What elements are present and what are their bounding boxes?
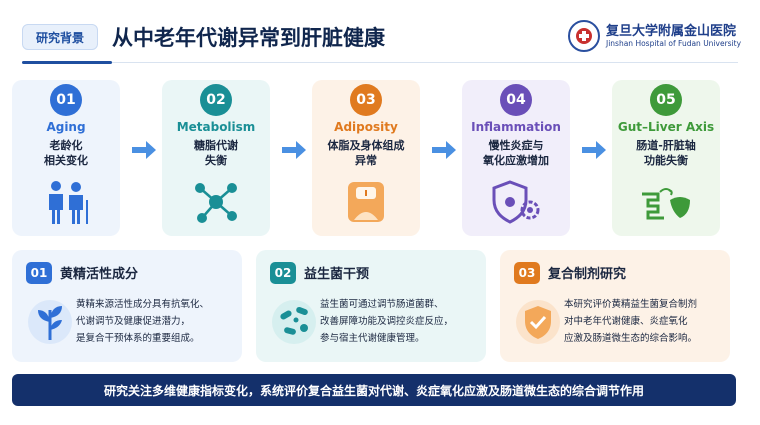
arrow-right-icon (582, 141, 606, 159)
step-title-cn: 体脂及身体组成 异常 (327, 139, 405, 167)
step-aging: 01 Aging 老龄化 相关变化 (12, 80, 120, 236)
step-number: 03 (350, 84, 382, 116)
step-metabolism: 02 Metabolism 糖脂代谢 失衡 (162, 80, 270, 236)
step-number: 01 (50, 84, 82, 116)
step-number: 02 (200, 84, 232, 116)
card-description: 黄精来源活性成分具有抗氧化、 代谢调节及健康促进潜力， 是复合干预体系的重要组成… (76, 299, 210, 344)
card-number: 03 (514, 262, 540, 284)
weight-scale-icon (348, 182, 384, 222)
card-probiotic-intervention: 02 益生菌干预 益生菌可通过调节肠道菌群、 改善屏障功能及调控炎症反应， 参与… (256, 250, 486, 362)
step-inflammation: 04 Inflammation 慢性炎症与 氧化应激增加 (462, 80, 570, 236)
arrow-right-icon (132, 141, 156, 159)
arrow-right-icon (432, 141, 456, 159)
hospital-logo: 复旦大学附属金山医院 Jinshan Hospital of Fudan Uni… (568, 20, 741, 52)
step-number: 05 (650, 84, 682, 116)
card-title: 复合制剂研究 (548, 267, 627, 282)
step-title-en: Metabolism (176, 120, 256, 134)
card-title: 黄精活性成分 (60, 267, 139, 282)
bacteria-icon (272, 300, 316, 344)
step-title-cn: 老龄化 相关变化 (44, 139, 88, 167)
hospital-seal-icon (568, 20, 600, 52)
page-title: 从中老年代谢异常到肝脏健康 (112, 26, 385, 50)
step-gut-liver-axis: 05 Gut–Liver Axis 肠道-肝脏轴 功能失衡 (612, 80, 720, 236)
plant-icon (28, 300, 72, 344)
step-title-en: Gut–Liver Axis (617, 120, 715, 134)
step-title-en: Inflammation (471, 120, 561, 134)
step-title-en: Adiposity (334, 120, 398, 134)
step-title-cn: 肠道-肝脏轴 功能失衡 (636, 139, 696, 167)
section-tag: 研究背景 (22, 24, 98, 50)
card-number: 02 (270, 262, 296, 284)
summary-banner: 研究关注多维健康指标变化，系统评价复合益生菌对代谢、炎症氧化应激及肠道微生态的综… (12, 374, 736, 406)
hospital-name: 复旦大学附属金山医院 (606, 23, 737, 39)
gut-liver-icon (642, 188, 690, 220)
card-description: 本研究评价黄精益生菌复合制剂 对中老年代谢健康、炎症氧化 应激及肠道微生态的综合… (564, 299, 698, 344)
step-adiposity: 03 Adiposity 体脂及身体组成 异常 (312, 80, 420, 236)
pathway-steps: 01 Aging 老龄化 相关变化 02 Metabolism 糖脂代谢 失衡 … (12, 80, 748, 236)
molecule-icon (195, 183, 237, 223)
step-title-cn: 慢性炎症与 氧化应激增加 (483, 139, 549, 167)
card-title: 益生菌干预 (304, 267, 370, 282)
shield-gear-icon (492, 180, 540, 224)
card-compound-formulation: 03 复合制剂研究 本研究评价黄精益生菌复合制剂 对中老年代谢健康、炎症氧化 应… (500, 250, 730, 362)
step-number: 04 (500, 84, 532, 116)
elderly-people-icon (49, 181, 88, 224)
card-number: 01 (26, 262, 52, 284)
intervention-cards: 01 黄精活性成分 黄精来源活性成分具有抗氧化、 代谢调节及健康促进潜力， 是复… (12, 250, 748, 362)
shield-check-icon (516, 300, 560, 344)
title-divider (22, 61, 738, 64)
arrow-right-icon (282, 141, 306, 159)
card-description: 益生菌可通过调节肠道菌群、 改善屏障功能及调控炎症反应， 参与宿主代谢健康管理。 (320, 299, 454, 344)
step-title-cn: 糖脂代谢 失衡 (194, 139, 238, 167)
hospital-name-en: Jinshan Hospital of Fudan University (606, 38, 742, 48)
step-title-en: Aging (46, 120, 86, 134)
card-huangjing-components: 01 黄精活性成分 黄精来源活性成分具有抗氧化、 代谢调节及健康促进潜力， 是复… (12, 250, 242, 362)
